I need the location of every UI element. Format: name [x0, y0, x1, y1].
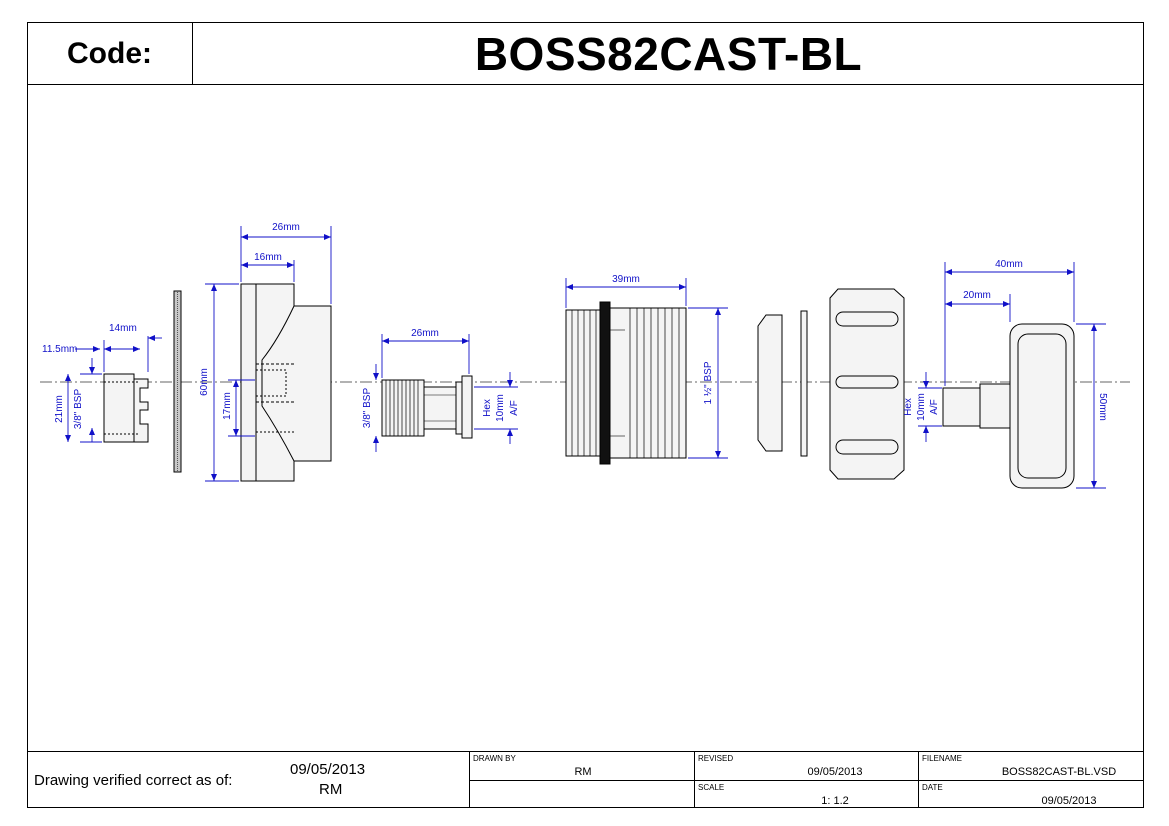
- filename-label: FILENAME: [922, 754, 963, 763]
- verified-by: RM: [319, 781, 343, 798]
- date-value: 09/05/2013: [1041, 795, 1097, 807]
- dim-11-5: 11.5mm: [42, 344, 77, 355]
- product-code: BOSS82CAST-BL: [474, 27, 863, 80]
- dim-10-b: 10mm: [916, 393, 927, 421]
- dimension-labels: 11.5mm 14mm 21mm 3/8" BSP 26mm 16mm 60mm…: [42, 222, 1108, 429]
- header-bar: [27, 22, 1144, 85]
- revised-label: REVISED: [698, 754, 734, 763]
- dim-14: 14mm: [109, 323, 137, 334]
- scale-cell: SCALE 1: 1.2: [694, 780, 919, 808]
- dim-20: 20mm: [963, 290, 991, 301]
- tapered-washer: [757, 314, 783, 452]
- title-block: Drawing verified correct as of: 09/05/20…: [27, 751, 1144, 808]
- dim-hex-a: Hex: [482, 399, 493, 417]
- flat-washer: [800, 310, 808, 457]
- scale-label: SCALE: [698, 783, 725, 792]
- revised-value: 09/05/2013: [807, 766, 863, 778]
- drawn-by-cell: DRAWN BY RM: [469, 751, 695, 781]
- dim-17: 17mm: [222, 392, 233, 420]
- filename-cell: FILENAME BOSS82CAST-BL.VSD: [918, 751, 1144, 781]
- date-label: DATE: [922, 783, 943, 792]
- thin-gasket: [173, 290, 182, 473]
- date-cell: DATE 09/05/2013: [918, 780, 1144, 808]
- dim-10-a: 10mm: [495, 394, 506, 422]
- flange-boss-part: [240, 283, 332, 482]
- dim-bsp38-a: 3/8" BSP: [73, 389, 84, 430]
- header-divider: [192, 22, 193, 85]
- dim-af-a: A/F: [509, 400, 520, 416]
- dim-bsp38-b: 3/8" BSP: [362, 388, 373, 429]
- blank-cell: [469, 780, 695, 808]
- dim-bsp112: 1 ½" BSP: [703, 361, 714, 404]
- key-part: [942, 323, 1075, 489]
- small-cap-part: [103, 373, 149, 443]
- dimension-lines: [65, 226, 1106, 489]
- verified-cell: Drawing verified correct as of: 09/05/20…: [27, 751, 470, 808]
- threaded-body-part: [565, 301, 687, 465]
- code-label: Code:: [67, 36, 152, 70]
- dim-39: 39mm: [612, 274, 640, 285]
- dim-26b: 26mm: [411, 328, 439, 339]
- verified-date: 09/05/2013: [290, 761, 366, 778]
- dim-af-b: A/F: [929, 399, 940, 415]
- dim-50: 50mm: [1097, 393, 1108, 421]
- back-nut-part: [829, 288, 905, 480]
- verified-label: Drawing verified correct as of:: [34, 772, 233, 789]
- dim-26a: 26mm: [272, 222, 300, 233]
- threaded-nipple-part: [381, 375, 473, 439]
- dim-40: 40mm: [995, 259, 1023, 270]
- dim-hex-b: Hex: [903, 398, 914, 416]
- dim-21: 21mm: [54, 395, 65, 423]
- revised-cell: REVISED 09/05/2013: [694, 751, 919, 781]
- drawn-by-value: RM: [574, 766, 592, 778]
- filename-value: BOSS82CAST-BL.VSD: [1001, 766, 1117, 778]
- dim-16: 16mm: [254, 252, 282, 263]
- drawn-by-label: DRAWN BY: [473, 754, 516, 763]
- dim-60: 60mm: [199, 368, 210, 396]
- scale-value: 1: 1.2: [821, 795, 849, 807]
